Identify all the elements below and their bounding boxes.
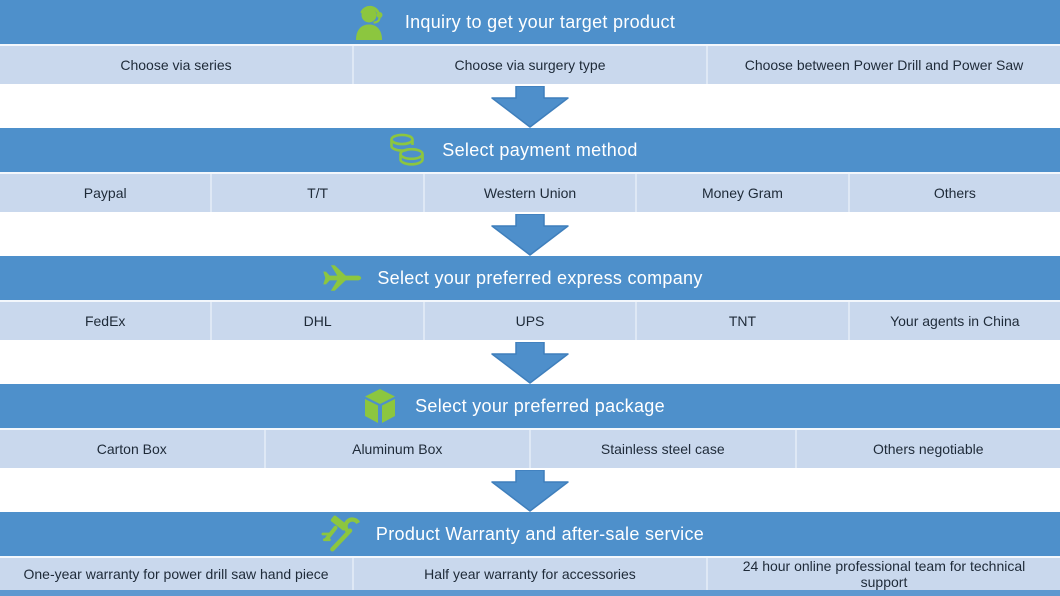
option-cell: Paypal <box>83 185 127 201</box>
section-title: Select payment method <box>442 139 638 160</box>
option-cell: Choose between Power Drill and Power Saw <box>706 46 1060 84</box>
option-cell: Others negotiable <box>794 430 1060 468</box>
option-cell: 24 hour online professional team for tec… <box>706 558 1060 590</box>
option-cell: One-year warranty for power drill saw ha… <box>23 566 329 582</box>
option-cell: Stainless steel case <box>529 430 795 468</box>
section-title: Select your preferred express company <box>377 267 703 288</box>
section-header-warranty: Product Warranty and after-sale service <box>0 512 1060 556</box>
airplane-icon <box>321 258 363 298</box>
section-header-payment: Select payment method <box>0 128 1060 172</box>
section-title: Select your preferred package <box>415 395 665 416</box>
package-icon <box>359 386 401 426</box>
option-cell: UPS <box>422 302 635 340</box>
option-cell: T/T <box>210 174 422 212</box>
section-header-package: Select your preferred package <box>0 384 1060 428</box>
options-row-payment: Paypal T/T Western Union Money Gram Othe… <box>0 172 1060 212</box>
options-row-inquiry: Choose via series Choose via surgery typ… <box>0 44 1060 84</box>
down-arrow-icon <box>491 86 569 128</box>
option-cell: Aluminum Box <box>263 430 530 468</box>
option-cell: Western Union <box>422 174 635 212</box>
arrow-zone <box>0 84 1060 128</box>
section-title: Product Warranty and after-sale service <box>375 523 705 544</box>
option-cell: Money Gram <box>635 174 847 212</box>
section-header-express: Select your preferred express company <box>0 256 1060 300</box>
down-arrow-icon <box>491 342 569 384</box>
arrow-zone <box>0 212 1060 256</box>
arrow-zone <box>0 468 1060 512</box>
down-arrow-icon <box>491 214 569 256</box>
bottom-edge-bar <box>0 590 1060 596</box>
option-cell: FedEx <box>84 313 126 329</box>
section-header-inquiry: Inquiry to get your target product <box>0 0 1060 44</box>
options-row-package: Carton Box Aluminum Box Stainless steel … <box>0 428 1060 468</box>
option-cell: Choose via surgery type <box>352 46 706 84</box>
option-cell: Your agents in China <box>847 302 1060 340</box>
option-cell: Choose via series <box>120 57 232 73</box>
options-row-express: FedEx DHL UPS TNT Your agents in China <box>0 300 1060 340</box>
tools-icon <box>320 514 362 554</box>
option-cell: Carton Box <box>96 441 167 457</box>
option-cell: Others <box>847 174 1060 212</box>
section-title: Inquiry to get your target product <box>404 11 676 32</box>
option-cell: Half year warranty for accessories <box>352 558 706 590</box>
option-cell: DHL <box>210 302 422 340</box>
option-cell: TNT <box>635 302 847 340</box>
options-row-warranty: One-year warranty for power drill saw ha… <box>0 556 1060 590</box>
down-arrow-icon <box>491 470 569 512</box>
support-agent-icon <box>349 2 391 42</box>
arrow-zone <box>0 340 1060 384</box>
coins-icon <box>386 130 428 170</box>
